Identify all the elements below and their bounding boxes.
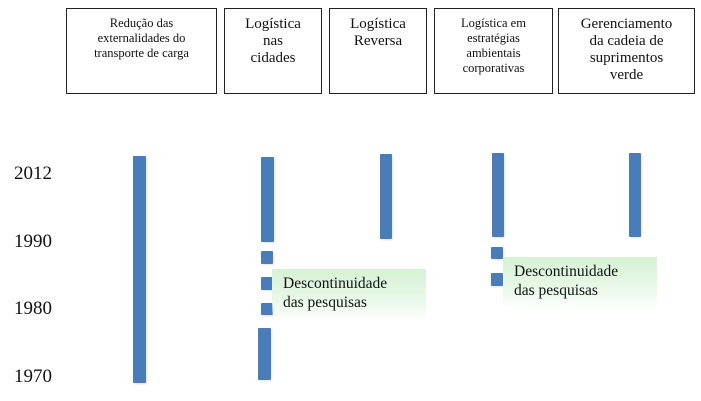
topic-label: Gerenciamento da cadeia de suprimentos v… bbox=[580, 16, 673, 83]
timeline-bar bbox=[492, 153, 504, 237]
topic-box-freight-externalities: Redução das externalidades do transporte… bbox=[66, 8, 217, 94]
timeline-bar bbox=[133, 156, 146, 383]
timeline-bar bbox=[380, 154, 392, 239]
timeline-bar bbox=[261, 251, 273, 264]
topic-label: Redução das externalidades do transporte… bbox=[94, 16, 189, 60]
year-label: 1980 bbox=[14, 298, 52, 319]
topic-label: Logística nas cidades bbox=[245, 16, 301, 66]
discontinuity-note: Descontinuidade das pesquisas bbox=[503, 257, 657, 309]
year-label: 1990 bbox=[14, 231, 52, 252]
year-label: 1970 bbox=[14, 366, 52, 387]
topic-box-city-logistics: Logística nas cidades bbox=[224, 8, 322, 94]
timeline-bar bbox=[261, 157, 274, 242]
timeline-bar bbox=[491, 247, 503, 259]
timeline-bar bbox=[261, 303, 273, 315]
timeline-bar bbox=[491, 273, 503, 286]
timeline-bar bbox=[258, 328, 271, 380]
timeline-bar bbox=[629, 153, 641, 237]
year-label: 2012 bbox=[14, 163, 52, 184]
topic-box-reverse-logistics: Logística Reversa bbox=[329, 8, 427, 94]
topic-box-green-supply-chain: Gerenciamento da cadeia de suprimentos v… bbox=[558, 8, 695, 94]
topic-box-corporate-environmental-strategies: Logística em estratégias ambientais corp… bbox=[434, 8, 553, 94]
timeline-bar bbox=[261, 277, 273, 290]
topic-label: Logística em estratégias ambientais corp… bbox=[461, 16, 526, 75]
topic-label: Logística Reversa bbox=[350, 16, 406, 49]
discontinuity-note: Descontinuidade das pesquisas bbox=[272, 269, 426, 321]
